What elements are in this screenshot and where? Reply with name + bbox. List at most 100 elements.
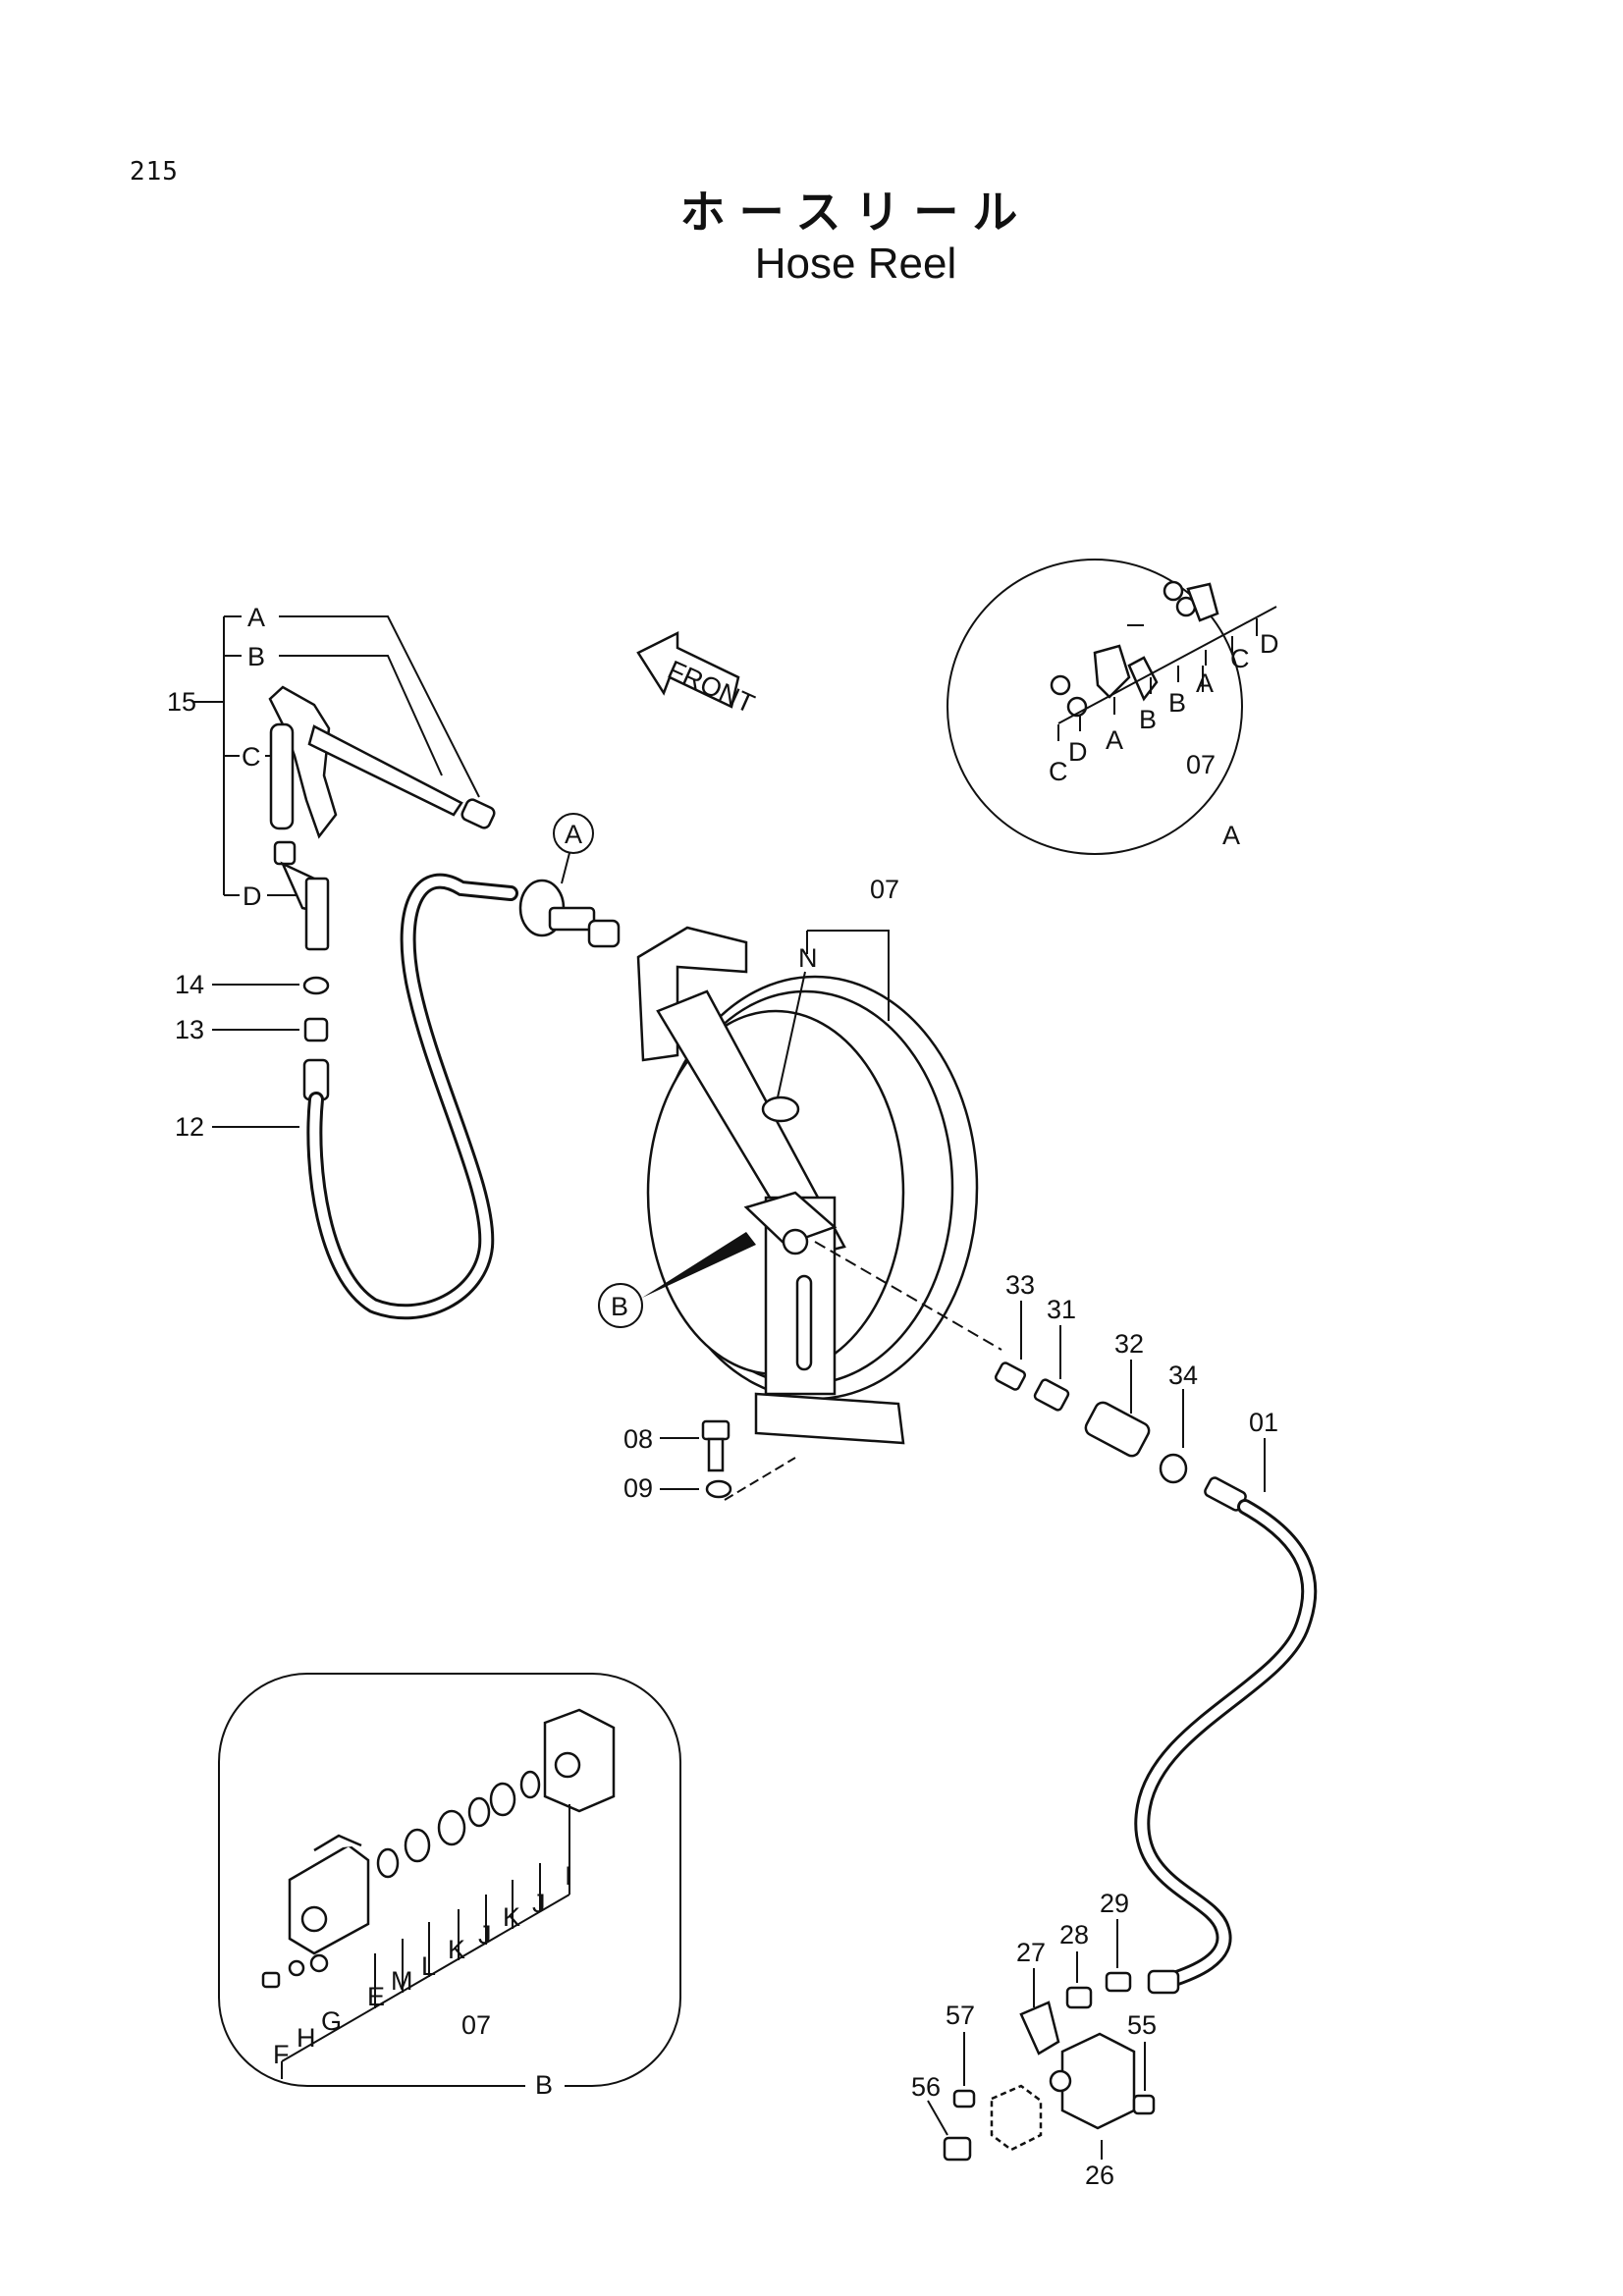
reel-assembly: 07 N B <box>598 875 1002 1445</box>
callout-i: I <box>565 1861 572 1891</box>
outlet-fittings: 33 31 32 34 01 <box>994 1270 1318 1995</box>
callout-c-detail-a-1: C <box>1049 757 1068 786</box>
hose-01-far-end <box>1147 1969 1180 1995</box>
page-number: 215 <box>130 157 179 187</box>
reel-stand-slot <box>795 1274 813 1371</box>
callout-c-detail-a-2: C <box>1230 644 1250 673</box>
detail-a-circle <box>947 559 1243 855</box>
part-label-34: 34 <box>1168 1361 1198 1390</box>
part-label-13: 13 <box>175 1015 204 1044</box>
part-label-57: 57 <box>946 2001 975 2030</box>
callout-l: L <box>421 1951 436 1981</box>
callout-k-2: K <box>503 1902 520 1932</box>
part-label-56: 56 <box>911 2072 941 2102</box>
detail-a-bolt-1 <box>1050 674 1071 696</box>
callout-d-detail-a-1: D <box>1068 737 1088 767</box>
callout-k-1: K <box>448 1935 465 1964</box>
part-label-31: 31 <box>1047 1295 1076 1324</box>
detail-b-ring-l <box>404 1828 431 1863</box>
detail-b-ring-k2 <box>489 1782 516 1817</box>
part-label-29: 29 <box>1100 1889 1129 1918</box>
detail-marker-b <box>598 1283 643 1328</box>
detail-b: B F H G E M L K J K J I <box>218 1673 681 2101</box>
part-label-33: 33 <box>1005 1270 1035 1300</box>
detail-a-clamp-half-upper <box>1093 644 1131 699</box>
gun-grip-shape <box>269 722 295 830</box>
reel-top-bracket <box>636 926 748 1062</box>
elbow-27 <box>1019 2001 1060 2056</box>
block-26 <box>1060 2032 1136 2130</box>
bolt-08-shank <box>707 1437 725 1472</box>
callout-h: H <box>297 2023 316 2053</box>
detail-a-caption: A <box>1222 821 1240 850</box>
reel-nipple-n <box>761 1095 800 1123</box>
callout-m: M <box>391 1966 413 1996</box>
part-label-07-detail-a: 07 <box>1186 750 1216 779</box>
marker-a-label: A <box>565 820 582 849</box>
marker-b-pointer <box>642 1232 756 1298</box>
reel-block-b <box>743 1191 838 1247</box>
callout-j-2: J <box>532 1889 546 1918</box>
detail-marker-a <box>553 813 594 854</box>
reel-base <box>754 1392 905 1445</box>
detail-b-washer-h <box>288 1959 305 1977</box>
detail-a-clamp-top <box>1186 582 1219 622</box>
detail-b-ring-k <box>437 1809 466 1846</box>
detail-b-ring-j <box>467 1796 491 1828</box>
manifold-group: 29 28 27 57 55 56 26 <box>911 1889 1157 2190</box>
fitting-33 <box>994 1362 1027 1391</box>
callout-j-1: J <box>478 1920 492 1949</box>
swivel-body <box>304 877 330 951</box>
marker-b-label: B <box>611 1292 628 1321</box>
fitting-29 <box>1105 1971 1132 1993</box>
callout-c-gun: C <box>242 742 261 772</box>
part-label-26: 26 <box>1085 2161 1114 2190</box>
swivel-a-group: A <box>518 813 621 948</box>
part-label-01: 01 <box>1249 1408 1278 1437</box>
callout-b-detail-a-1: B <box>1139 705 1157 734</box>
block-hidden <box>990 2084 1043 2152</box>
callout-g: G <box>321 2006 342 2036</box>
reel-arm <box>656 989 846 1258</box>
gun-assembly-group: A B C D 15 <box>167 603 496 951</box>
detail-b-ring-j2 <box>519 1770 541 1799</box>
part-label-09: 09 <box>623 1473 653 1503</box>
gun-nozzle-tube <box>307 724 463 817</box>
fitting-28 <box>1065 1986 1093 2009</box>
plug-55 <box>1132 2094 1156 2115</box>
detail-b-box <box>218 1673 681 2087</box>
part-label-28: 28 <box>1059 1920 1089 1949</box>
fitting-13 <box>303 1017 329 1042</box>
detail-a-nut-1 <box>1163 580 1184 602</box>
swivel-a-tip <box>587 919 621 948</box>
plug-56 <box>943 2136 972 2162</box>
callout-a-detail-a-1: A <box>1106 725 1123 755</box>
detail-a: C D A B B A C D 07 A <box>947 559 1279 855</box>
coupler-32 <box>1084 1401 1151 1458</box>
title-japanese: ホースリール <box>679 186 1032 239</box>
part-label-55: 55 <box>1127 2010 1157 2040</box>
swivel-nut <box>273 840 297 866</box>
part-label-27: 27 <box>1016 1938 1046 1967</box>
washer-09 <box>705 1479 732 1499</box>
part-label-32: 32 <box>1114 1329 1144 1359</box>
plug-57 <box>952 2089 976 2109</box>
callout-b-gun: B <box>247 642 265 671</box>
part-label-07-detail-b: 07 <box>461 2010 491 2040</box>
part-label-07-reel: 07 <box>870 875 899 904</box>
callout-n: N <box>798 943 818 973</box>
callout-a-gun: A <box>247 603 265 632</box>
detail-b-bolt-f <box>261 1971 281 1989</box>
fitting-34 <box>1159 1453 1188 1484</box>
front-arrow: FRONT <box>636 630 759 719</box>
detail-b-washer-g <box>309 1953 329 1973</box>
callout-a-detail-a-2: A <box>1196 668 1214 698</box>
detail-b-bracket-flange <box>313 1834 362 1852</box>
detail-b-ring-m <box>376 1847 400 1879</box>
part-label-15: 15 <box>167 687 196 717</box>
swivel-a-stem <box>548 906 596 932</box>
callout-e: E <box>367 1982 385 2011</box>
part-label-12: 12 <box>175 1112 204 1142</box>
callout-d-gun: D <box>243 881 262 911</box>
